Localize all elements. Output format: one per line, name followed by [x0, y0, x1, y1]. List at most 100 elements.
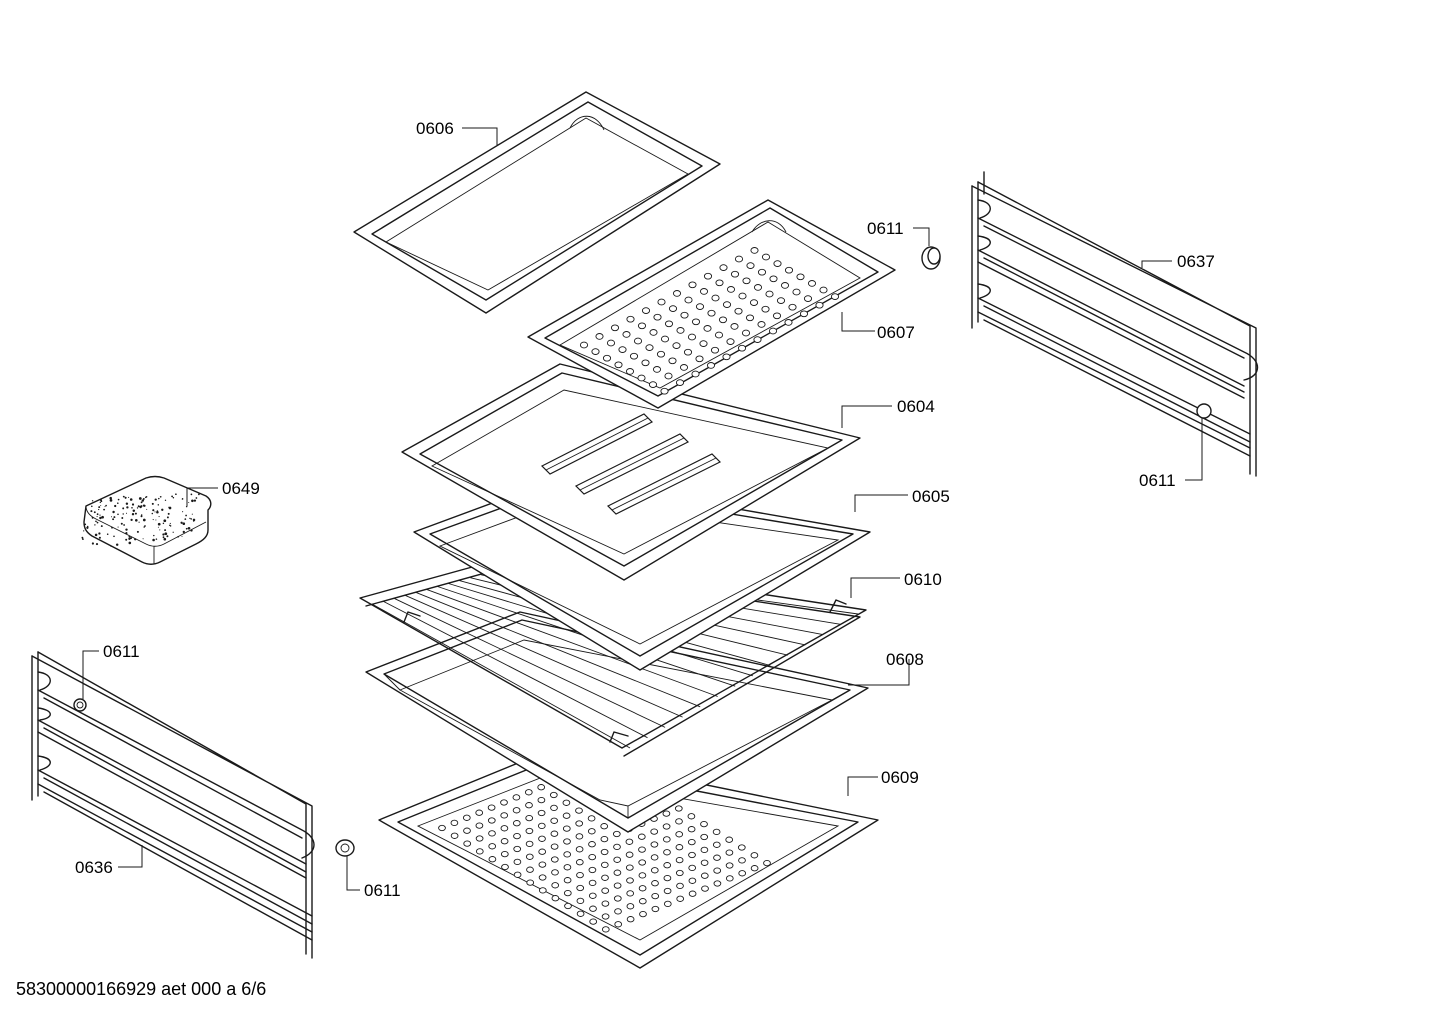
- perforation-hole: [675, 869, 684, 877]
- perforation-hole: [512, 807, 521, 814]
- perforation-hole: [639, 910, 647, 918]
- stone-0649[interactable]: [81, 475, 212, 565]
- stone-speckle: [172, 496, 175, 499]
- side-rail-0636[interactable]: [31, 651, 315, 959]
- perforation-hole: [753, 284, 763, 291]
- clip-0611-top[interactable]: [921, 246, 941, 270]
- perforation-hole: [788, 303, 797, 311]
- perforation-hole: [664, 320, 674, 328]
- stone-speckle: [132, 509, 136, 512]
- stone-speckle: [136, 530, 139, 533]
- perforation-hole: [703, 325, 712, 332]
- perforation-hole: [683, 348, 693, 356]
- stone-speckle: [135, 519, 138, 522]
- stone-speckle: [190, 493, 193, 496]
- stone-speckle: [175, 493, 177, 496]
- perforation-hole: [737, 344, 747, 352]
- perforation-hole: [663, 862, 672, 869]
- stone-speckle: [159, 495, 162, 498]
- stone-speckle: [182, 522, 186, 525]
- perforation-hole: [614, 361, 623, 369]
- stone-speckle: [152, 509, 155, 512]
- stone-speckle: [112, 511, 115, 514]
- stone-speckle: [109, 496, 112, 500]
- perforation-hole: [641, 359, 650, 367]
- clip-0611-bottom[interactable]: [335, 839, 355, 857]
- perforation-hole: [588, 866, 597, 874]
- label-0611-bottom: 0611: [364, 881, 401, 900]
- stone-speckle: [84, 523, 87, 526]
- stone-speckle: [152, 538, 155, 542]
- perforation-hole: [602, 354, 612, 362]
- stone-speckle: [125, 528, 128, 531]
- perforation-hole: [588, 892, 597, 899]
- stone-speckle: [91, 516, 94, 519]
- stone-speckle: [181, 535, 183, 537]
- perforation-hole: [551, 895, 560, 902]
- perforation-hole: [662, 810, 671, 817]
- perforation-hole: [525, 840, 534, 848]
- tray-0604[interactable]: [401, 363, 861, 581]
- stone-speckle: [146, 508, 148, 510]
- perforation-hole: [688, 877, 697, 884]
- perforation-hole: [651, 880, 659, 887]
- stone-speckle: [151, 502, 154, 505]
- stone-speckle: [130, 537, 133, 539]
- perforation-hole: [488, 856, 497, 863]
- stone-speckle: [94, 533, 98, 537]
- perforation-hole: [687, 838, 696, 846]
- tray-0609[interactable]: [378, 751, 879, 969]
- stone-speckle: [190, 529, 193, 532]
- perforation-hole: [601, 926, 610, 933]
- perforation-hole: [687, 333, 697, 341]
- perforation-hole: [663, 887, 672, 895]
- stone-speckle: [182, 530, 185, 534]
- perforation-hole: [638, 872, 647, 879]
- perforation-hole: [711, 294, 720, 302]
- stone-speckle: [164, 529, 167, 532]
- perforation-hole: [753, 336, 762, 343]
- perforation-hole: [638, 898, 647, 905]
- perforation-hole: [773, 260, 782, 267]
- stone-speckle: [110, 516, 113, 518]
- perforation-hole: [525, 802, 533, 809]
- perforation-hole: [765, 290, 774, 298]
- perforation-hole: [700, 872, 709, 879]
- stone-speckle: [189, 517, 191, 520]
- perforation-hole: [672, 290, 682, 297]
- perforation-hole: [637, 833, 646, 840]
- stone-speckle: [162, 522, 165, 525]
- perforation-hole: [500, 825, 509, 832]
- pan-0607[interactable]: [527, 199, 896, 409]
- perforation-hole: [830, 293, 840, 300]
- perforation-hole: [725, 862, 734, 869]
- perforation-hole: [626, 903, 635, 910]
- leader-lines: [82, 127, 1203, 891]
- label-0637: 0637: [1177, 252, 1215, 271]
- perforation-hole: [622, 331, 631, 338]
- stone-speckle: [125, 512, 128, 514]
- perforation-hole: [649, 329, 658, 336]
- perforation-hole: [699, 288, 709, 295]
- perforation-hole: [587, 828, 596, 835]
- stone-speckle: [83, 530, 85, 532]
- perforation-hole: [815, 301, 824, 309]
- perforation-hole: [792, 288, 801, 296]
- rack-rod: [393, 597, 666, 728]
- perforation-hole: [438, 824, 446, 832]
- perforation-hole: [626, 877, 634, 884]
- stone-speckle: [182, 511, 184, 513]
- label-0606: 0606: [416, 119, 454, 138]
- stone-speckle: [188, 501, 190, 504]
- pan-0606[interactable]: [353, 91, 721, 314]
- perforation-hole: [613, 856, 622, 863]
- perforation-hole: [768, 327, 778, 335]
- stone-speckle: [104, 506, 106, 508]
- stone-speckle: [191, 499, 194, 503]
- stone-speckle: [134, 512, 137, 515]
- perforation-hole: [819, 286, 828, 294]
- perforation-hole: [706, 362, 716, 369]
- stone-speckle: [96, 513, 99, 516]
- side-rail-0637[interactable]: [971, 171, 1259, 477]
- perforation-hole: [772, 312, 782, 320]
